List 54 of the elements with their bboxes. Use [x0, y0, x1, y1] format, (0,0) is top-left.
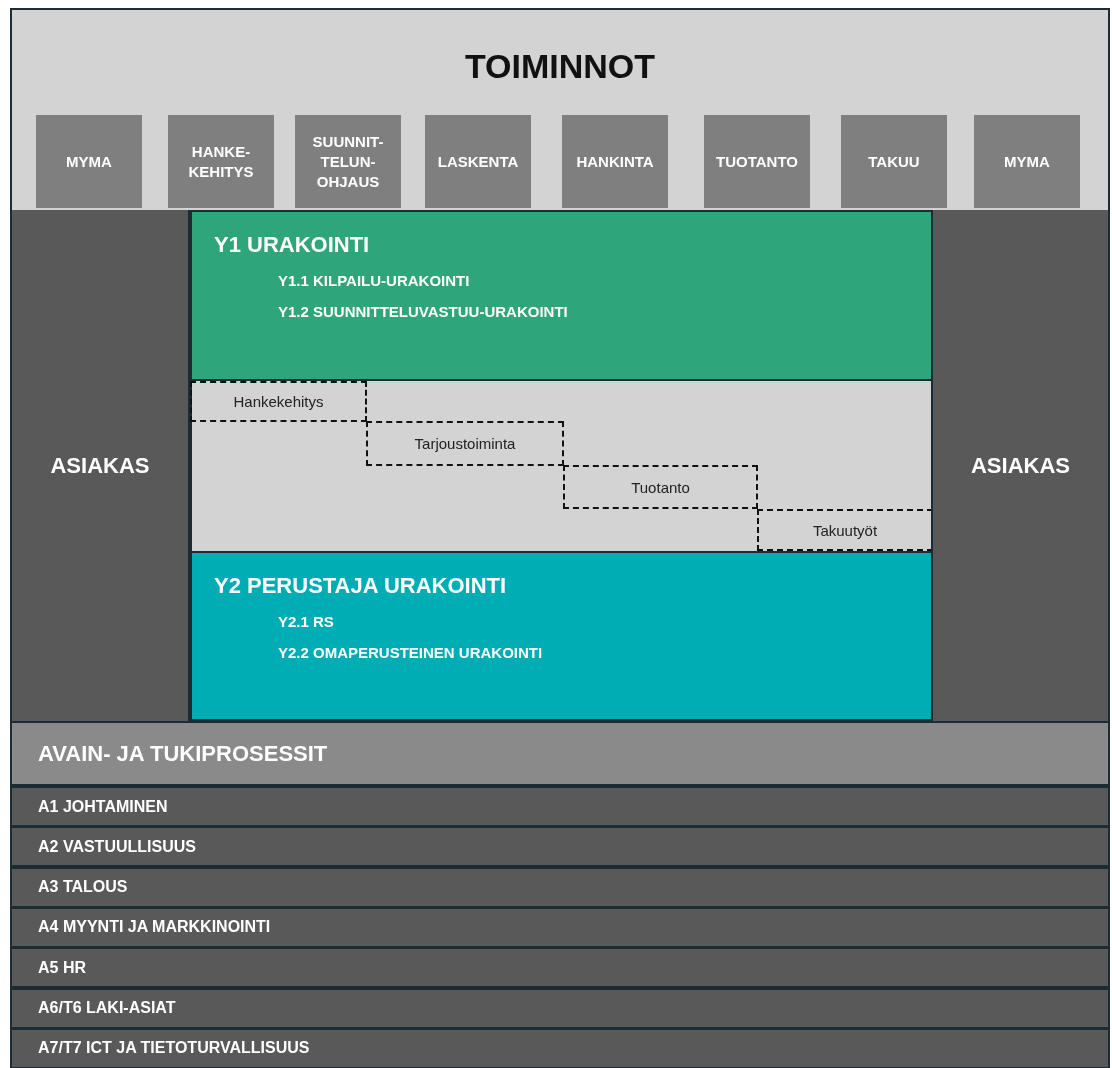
process-row [10, 826, 1110, 868]
process-label: A6/T6 LAKI-ASIAT [38, 999, 176, 1017]
process-label: A4 MYYNTI JA MARKKINOINTI [38, 918, 271, 937]
section-title: TOIMINNOT [464, 46, 656, 86]
function-label: MYMA [65, 151, 113, 172]
section-band [10, 8, 1110, 210]
function-box [425, 115, 531, 208]
function-box [168, 115, 274, 208]
function-label: LASKENTA [436, 151, 520, 172]
phase-box [366, 421, 564, 466]
phase-label: Tuotanto [631, 478, 690, 496]
contract-title: Y2 PERUSTAJA URAKOINTI [214, 573, 507, 599]
phase-box [190, 381, 367, 422]
side-panel [10, 210, 190, 721]
function-box [295, 115, 401, 208]
process-row [10, 906, 1110, 948]
phase-box [563, 465, 758, 509]
function-box [562, 115, 668, 208]
contract-subtype: Y2.1 RS [278, 613, 334, 630]
function-box [704, 115, 810, 208]
process-row [10, 1027, 1110, 1068]
contract-subtype: Y2.2 OMAPERUSTEINEN URAKOINTI [278, 644, 543, 661]
phase-label: Takuutyöt [812, 521, 878, 539]
panel-label: ASIAKAS [50, 452, 150, 479]
process-label: A1 JOHTAMINEN [38, 797, 168, 816]
function-label: HANKE-KEHITYS [187, 141, 255, 182]
function-label: SUUNNIT-TELUN-OHJAUS [311, 131, 385, 192]
function-label: TUOTANTO [715, 151, 799, 172]
function-label: TAKUU [867, 151, 921, 172]
side-panel [931, 210, 1110, 721]
process-row [10, 947, 1110, 989]
function-label: HANKINTA [575, 151, 655, 172]
process-row [10, 987, 1110, 1029]
process-label: A3 TALOUS [38, 878, 128, 897]
phase-label: Tarjoustoiminta [414, 435, 516, 452]
contract-box [190, 551, 933, 721]
process-label: A5 HR [38, 958, 86, 977]
function-box [36, 115, 142, 208]
process-label: A7/T7 ICT JA TIETOTURVALLISUUS [38, 1039, 310, 1058]
phase-band [190, 379, 933, 553]
section-title: AVAIN- JA TUKIPROSESSIT [38, 740, 328, 767]
process-label: A2 VASTUULLISUUS [38, 837, 196, 856]
contract-title: Y1 URAKOINTI [214, 232, 370, 258]
panel-label: ASIAKAS [971, 452, 1070, 479]
contract-subtype: Y1.1 KILPAILU-URAKOINTI [278, 272, 470, 289]
process-row [10, 786, 1110, 827]
contract-subtype: Y1.2 SUUNNITTELUVASTUU-URAKOINTI [278, 303, 568, 320]
function-label: MYMA [1003, 151, 1051, 172]
contract-box [190, 210, 933, 381]
process-row [10, 866, 1110, 908]
section-band [10, 721, 1110, 786]
phase-label: Hankekehitys [233, 393, 324, 410]
function-box [841, 115, 947, 208]
function-box [974, 115, 1080, 208]
